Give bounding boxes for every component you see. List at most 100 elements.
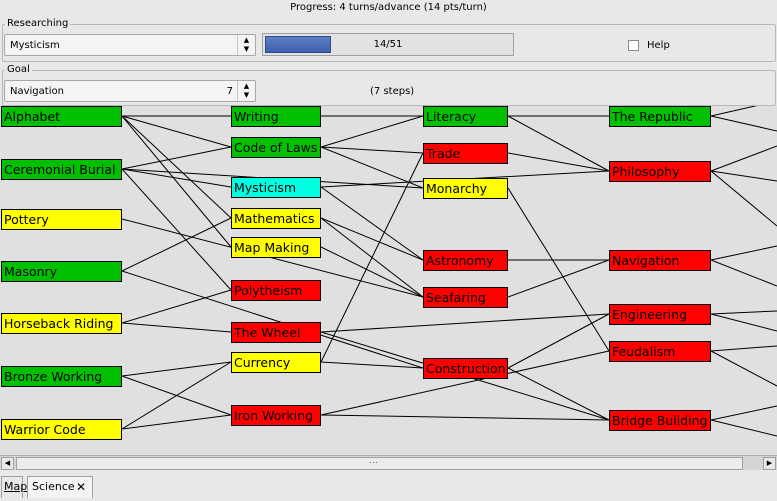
tech-node-philosophy[interactable]: Philosophy [609, 161, 711, 182]
tech-edge-masonry-mathematics [121, 217, 232, 272]
tech-node-navigation[interactable]: Navigation [609, 250, 711, 271]
tech-node-republic[interactable]: The Republic [609, 106, 711, 127]
research-progress-text: 14/51 [373, 39, 403, 50]
tech-edge-mathematics-astronomy [320, 217, 424, 261]
tech-node-alphabet[interactable]: Alphabet [1, 106, 122, 127]
tech-node-polytheism[interactable]: Polytheism [231, 280, 321, 301]
tech-edge-bronze-ironworking [121, 375, 232, 416]
tech-node-bronze[interactable]: Bronze Working [1, 366, 122, 387]
tech-node-pottery[interactable]: Pottery [1, 209, 122, 230]
tech-edge-offscreen [710, 145, 777, 172]
tech-edge-construction-bridgebuilding [507, 367, 610, 421]
scrollbar-thumb[interactable]: ··· [16, 457, 743, 470]
tech-node-monarchy[interactable]: Monarchy [423, 178, 508, 199]
tech-edge-offscreen [710, 259, 777, 287]
tech-node-trade[interactable]: Trade [423, 143, 508, 164]
tech-edge-ceremonial-codeoflaws [121, 146, 232, 170]
tech-edge-construction-engineering [507, 313, 610, 369]
tech-edge-offscreen [710, 115, 777, 132]
tech-edge-offscreen [710, 345, 777, 352]
goal-steps-count: 7 [226, 86, 233, 97]
tech-edge-offscreen [710, 170, 777, 182]
tech-node-literacy[interactable]: Literacy [423, 106, 508, 127]
tech-edge-offscreen [710, 245, 777, 261]
tech-node-writing[interactable]: Writing [231, 106, 321, 127]
tech-node-bridgebuilding[interactable]: Bridge Building [609, 410, 711, 431]
goal-label: Goal [5, 64, 32, 76]
tech-edge-pottery-seafaring [121, 218, 424, 298]
tech-edge-horseback-wheel [121, 322, 232, 333]
tech-edge-trade-philosophy [507, 152, 610, 172]
tech-edge-ironworking-feudalism [320, 350, 610, 416]
tech-node-feudalism[interactable]: Feudalism [609, 341, 711, 362]
tab-bar: Map Science ✕ [0, 471, 777, 501]
tech-edge-ironworking-bridgebuilding [320, 414, 610, 421]
help-label: Help [647, 40, 670, 51]
tech-node-ironworking[interactable]: Iron Working [231, 405, 321, 426]
tech-node-horseback[interactable]: Horseback Riding [1, 313, 122, 334]
help-checkbox[interactable] [628, 40, 639, 51]
tech-edge-codeoflaws-monarchy [320, 146, 424, 189]
researching-group [2, 24, 776, 62]
tech-edge-bronze-currency [121, 361, 232, 377]
tech-edge-offscreen [710, 350, 777, 387]
tech-node-codeoflaws[interactable]: Code of Laws [231, 137, 321, 158]
goal-group [2, 70, 776, 106]
tech-edge-mysticism-astronomy [320, 186, 424, 261]
tech-tree-edges [121, 106, 777, 437]
tech-edge-seafaring-navigation [507, 259, 610, 298]
tech-edge-alphabet-mapmaking [121, 115, 232, 248]
tech-node-wheel[interactable]: The Wheel [231, 322, 321, 343]
tech-node-astronomy[interactable]: Astronomy [423, 250, 508, 271]
tech-edge-monarchy-feudalism [507, 187, 610, 352]
tech-node-mysticism[interactable]: Mysticism [231, 177, 321, 198]
grip-icon: ··· [369, 459, 379, 467]
researching-label: Researching [5, 18, 71, 30]
arrow-right-icon[interactable]: ▶ [763, 457, 776, 470]
research-progress-fill [265, 36, 331, 53]
tech-node-construction[interactable]: Construction [423, 358, 508, 379]
tech-edge-offscreen [710, 310, 777, 315]
tech-node-seafaring[interactable]: Seafaring [423, 287, 508, 308]
tech-edge-codeoflaws-literacy [320, 115, 424, 148]
tech-edge-offscreen [710, 419, 777, 437]
tech-node-currency[interactable]: Currency [231, 352, 321, 373]
tech-edge-horseback-polytheism [121, 289, 232, 324]
goal-select[interactable]: Navigation 7 ▲▼ [4, 80, 256, 102]
tech-node-mathematics[interactable]: Mathematics [231, 208, 321, 229]
tech-node-mapmaking[interactable]: Map Making [231, 237, 321, 258]
tech-edge-offscreen [710, 405, 777, 421]
research-select-value: Mysticism [10, 40, 60, 51]
tech-node-ceremonial[interactable]: Ceremonial Burial [1, 159, 122, 180]
tech-edge-currency-trade [320, 152, 424, 363]
tech-edge-wheel-engineering [320, 313, 610, 333]
tech-edge-ceremonial-polytheism [121, 168, 232, 291]
window-title: Progress: 4 turns/advance (14 pts/turn) [290, 2, 487, 13]
tech-edge-alphabet-mathematics [121, 115, 232, 219]
spin-arrows-icon[interactable]: ▲▼ [237, 81, 255, 101]
tech-edge-offscreen [710, 106, 758, 117]
arrow-left-icon[interactable]: ◀ [1, 457, 14, 470]
tab-map[interactable]: Map [1, 476, 27, 498]
tab-science-label: Science [32, 480, 75, 493]
tech-node-engineering[interactable]: Engineering [609, 304, 711, 325]
research-select[interactable]: Mysticism ▲▼ [4, 34, 256, 56]
tech-edge-literacy-philosophy [507, 115, 610, 172]
tech-edge-currency-construction [320, 361, 424, 369]
tech-node-warrior[interactable]: Warrior Code [1, 419, 122, 440]
tech-edge-offscreen [710, 170, 777, 227]
tech-edge-alphabet-codeoflaws [121, 115, 232, 148]
tab-science[interactable]: Science ✕ [27, 476, 93, 498]
tech-edge-offscreen [710, 313, 777, 332]
spin-arrows-icon[interactable]: ▲▼ [237, 35, 255, 55]
tech-edge-masonry-construction [121, 270, 424, 369]
horizontal-scrollbar[interactable]: ◀ ··· ▶ [0, 455, 777, 470]
tech-node-masonry[interactable]: Masonry [1, 261, 122, 282]
tech-edge-ceremonial-mysticism [121, 168, 232, 188]
tech-edge-codeoflaws-trade [320, 146, 424, 154]
goal-select-value: Navigation [10, 86, 64, 97]
goal-steps-text: (7 steps) [370, 86, 415, 97]
tech-edge-mapmaking-seafaring [320, 246, 424, 298]
close-icon[interactable]: ✕ [75, 480, 86, 494]
